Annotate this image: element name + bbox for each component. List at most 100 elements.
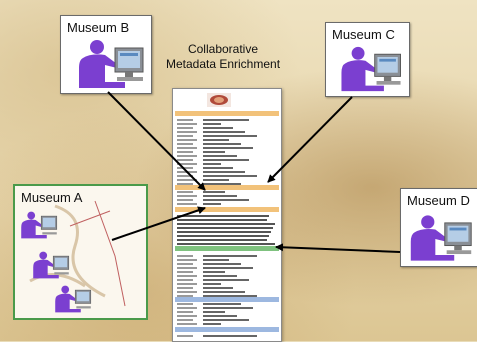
museum-a-box: Museum A <box>13 184 148 320</box>
document-text-line <box>177 239 267 241</box>
document-text-value <box>203 183 241 185</box>
document-text-line <box>177 295 193 297</box>
document-text-line <box>177 199 193 201</box>
person-at-computer-icon <box>33 251 70 279</box>
document-text-value <box>203 283 221 285</box>
document-text-line <box>177 119 193 121</box>
document-text-value <box>203 255 257 257</box>
document-text-line <box>177 143 193 145</box>
document-text-value <box>203 267 253 269</box>
document-text-line <box>177 203 197 205</box>
document-text-value <box>203 167 233 169</box>
document-text-line <box>177 271 193 273</box>
document-text-value <box>203 203 221 205</box>
document-text-line <box>177 275 197 277</box>
person-at-computer-icon <box>21 211 58 239</box>
museum-a-background-sketch <box>29 200 126 307</box>
document-text-line <box>177 259 197 261</box>
document-text-value <box>203 259 229 261</box>
document-text-line <box>177 307 197 309</box>
document-text-line <box>177 167 193 169</box>
document-text-value <box>203 135 257 137</box>
document-text-line <box>177 255 193 257</box>
document-text-line <box>177 147 197 149</box>
document-text-value <box>203 191 225 193</box>
museum-b-label: Museum B <box>67 20 130 35</box>
museum-d-box: Museum D <box>400 188 477 267</box>
document-text-line <box>177 243 275 245</box>
document-text-value <box>203 127 233 129</box>
document-text-line <box>177 215 269 217</box>
document-text-line <box>177 263 193 265</box>
document-text-line <box>177 195 197 197</box>
document-text-value <box>203 179 229 181</box>
document-section-band <box>175 297 279 302</box>
document-text-value <box>203 315 237 317</box>
document-section-band <box>175 246 279 251</box>
document-text-value <box>203 131 245 133</box>
document-text-line <box>177 131 197 133</box>
document-text-line <box>177 319 193 321</box>
document-text-value <box>203 279 249 281</box>
document-text-line <box>177 303 193 305</box>
person-at-computer-icon <box>341 46 401 92</box>
arrow-museum-c <box>267 96 353 183</box>
document-text-value <box>203 291 245 293</box>
document-text-value <box>203 263 241 265</box>
document-text-line <box>177 335 193 337</box>
document-section-band <box>175 207 279 212</box>
document-text-value <box>203 143 241 145</box>
museum-c-label: Museum C <box>332 27 395 42</box>
document-text-value <box>203 275 237 277</box>
document-text-value <box>203 147 253 149</box>
document-text-line <box>177 323 197 325</box>
document-text-value <box>203 159 249 161</box>
document-text-value <box>203 307 253 309</box>
document-text-value <box>203 175 257 177</box>
document-section-band <box>175 327 279 332</box>
document-text-value <box>203 123 221 125</box>
document-text-value <box>203 195 237 197</box>
document-text-line <box>177 223 275 225</box>
document-text-line <box>177 151 193 153</box>
arrow-museum-a <box>111 206 206 241</box>
document-text-value <box>203 151 225 153</box>
museum-c-box: Museum C <box>325 22 410 97</box>
person-at-computer-icon <box>410 215 472 261</box>
document-text-line <box>177 219 267 221</box>
document-text-value <box>203 335 257 337</box>
museum-d-label: Museum D <box>407 193 470 208</box>
document-text-line <box>177 283 197 285</box>
document-text-line <box>177 123 197 125</box>
document-text-line <box>177 279 193 281</box>
document-text-value <box>203 119 249 121</box>
person-at-computer-icon <box>55 285 92 313</box>
document-text-line <box>177 287 193 289</box>
arrow-museum-b <box>107 91 206 191</box>
document-text-value <box>203 139 229 141</box>
document-text-value <box>203 287 233 289</box>
document-text-value <box>203 303 241 305</box>
document-text-value <box>203 323 221 325</box>
document-section-band <box>175 185 279 190</box>
title-line-1: Collaborative <box>187 42 259 56</box>
document-text-line <box>177 291 197 293</box>
document-text-line <box>177 227 273 229</box>
document-text-value <box>203 155 237 157</box>
document-text-line <box>177 311 193 313</box>
document-text-value <box>203 199 249 201</box>
document-text-line <box>177 155 197 157</box>
document-text-line <box>177 183 193 185</box>
document-text-line <box>177 267 197 269</box>
document-text-line <box>177 163 197 165</box>
document-text-line <box>177 179 197 181</box>
document-section-band <box>175 111 279 116</box>
document-text-line <box>177 315 197 317</box>
document-text-line <box>177 235 269 237</box>
document-text-line <box>177 127 193 129</box>
person-at-computer-icon <box>79 40 144 88</box>
title-line-2: Metadata Enrichment <box>165 57 281 71</box>
document-text-line <box>177 175 193 177</box>
museum-a-label: Museum A <box>21 190 83 205</box>
document-text-line <box>177 191 193 193</box>
